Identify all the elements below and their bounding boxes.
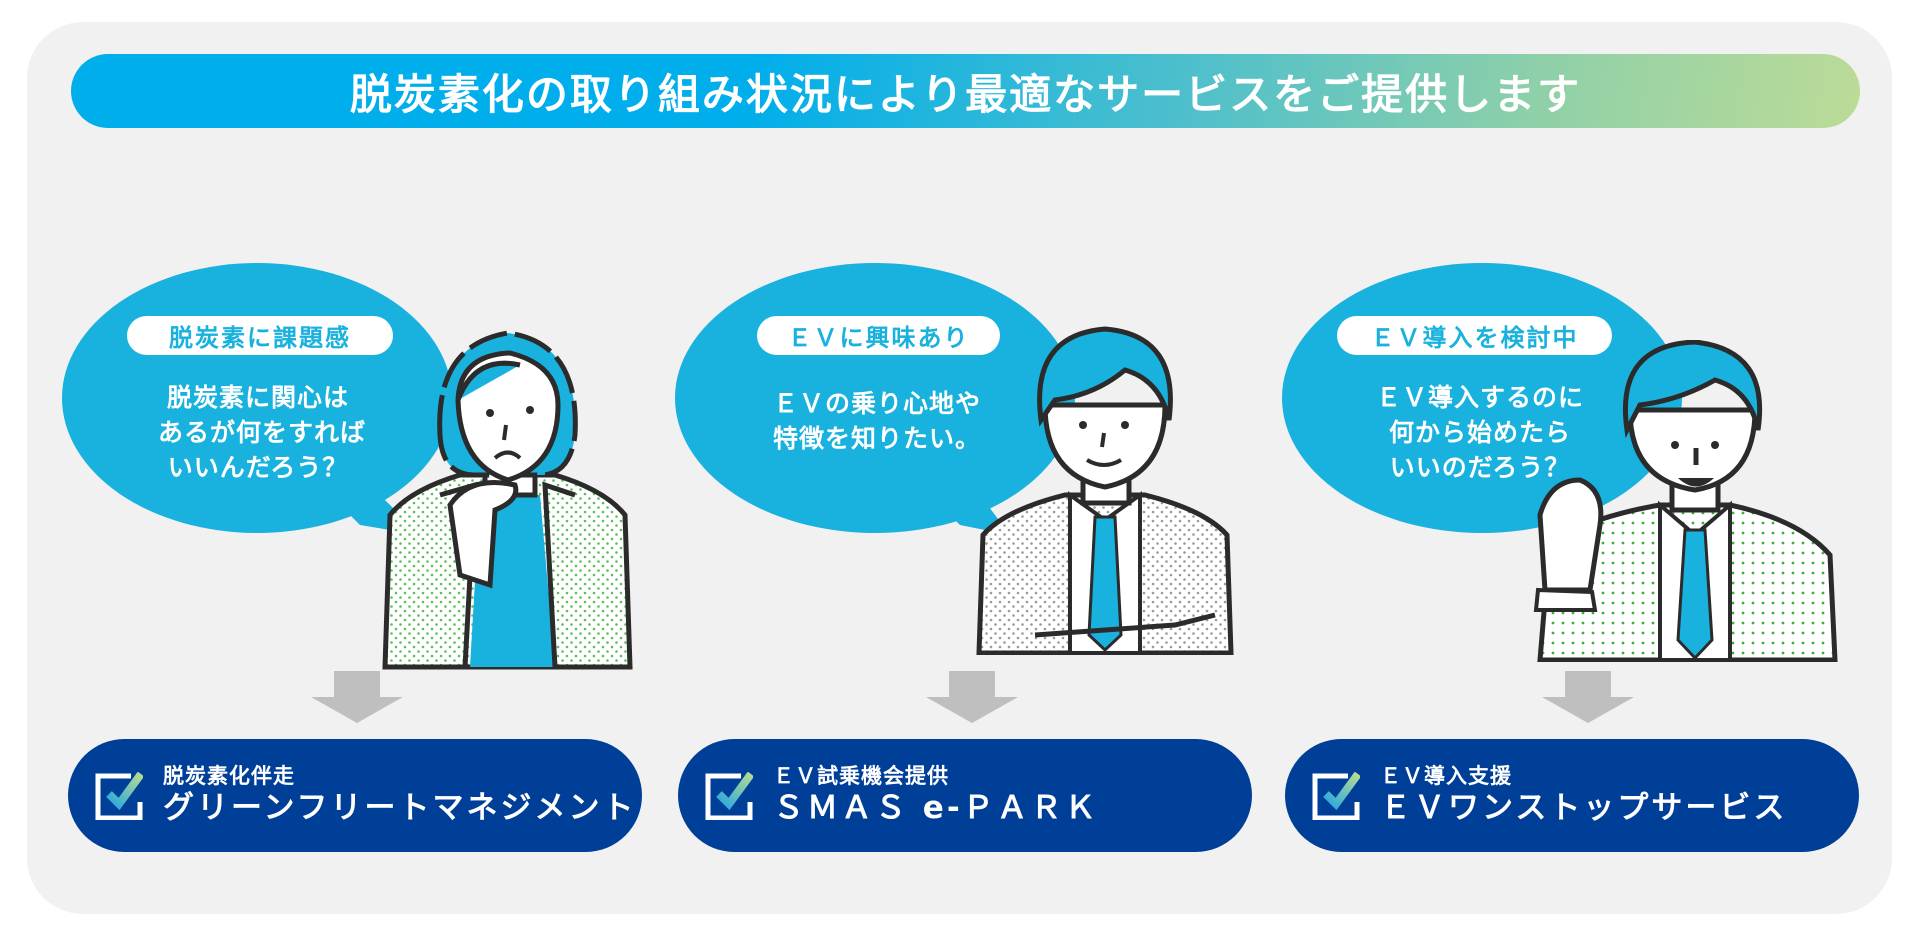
stage-label: ＥＶに興味あり [757, 316, 1000, 355]
service-title: グリーンフリートマネジメント [163, 790, 637, 826]
service-button-smas-e-park[interactable]: ＥＶ試乗機会提供 ＳＭＡＳ e-ＰＡＲＫ [678, 739, 1252, 852]
service-title: ＳＭＡＳ e-ＰＡＲＫ [773, 790, 1099, 826]
service-button-ev-one-stop[interactable]: ＥＶ導入支援 ＥＶワンストップサービス [1285, 739, 1859, 852]
speech-text: ＥＶ導入するのに 何から始めたら いいのだろう？ [1375, 383, 1584, 482]
service-label: 脱炭素化伴走 グリーンフリートマネジメント [163, 763, 637, 827]
service-subtitle: ＥＶ導入支援 [1380, 764, 1512, 788]
service-subtitle: ＥＶ試乗機会提供 [773, 764, 949, 788]
service-label: ＥＶ試乗機会提供 ＳＭＡＳ e-ＰＡＲＫ [773, 763, 1099, 827]
checkbox-check-icon [1312, 772, 1360, 820]
service-subtitle: 脱炭素化伴走 [163, 764, 295, 788]
speech-bubble [1282, 263, 1682, 533]
speech-bubble [62, 263, 452, 533]
arrow-down-icon [311, 671, 403, 723]
page-title: 脱炭素化の取り組み状況により最適なサービスをご提供します [349, 69, 1582, 119]
speech-text: 脱炭素に関心は あるが何をすれば いいんだろう？ [158, 383, 367, 482]
arrow-down-icon [1542, 671, 1634, 723]
service-title: ＥＶワンストップサービス [1380, 790, 1788, 826]
stage-label: 脱炭素に課題感 [127, 316, 393, 355]
man-arms-crossed-icon [976, 326, 1234, 655]
speech-text: ＥＶの乗り心地や 特徴を知りたい。 [772, 389, 981, 453]
title-banner: 脱炭素化の取り組み状況により最適なサービスをご提供します [71, 54, 1860, 128]
service-button-green-fleet-management[interactable]: 脱炭素化伴走 グリーンフリートマネジメント [68, 739, 642, 852]
stage-label: ＥＶ導入を検討中 [1337, 316, 1612, 355]
checkbox-check-icon [705, 772, 753, 820]
woman-thinking-icon [382, 330, 633, 670]
checkbox-check-icon [95, 772, 143, 820]
speech-bubble [675, 263, 1075, 533]
arrow-down-icon [926, 671, 1018, 723]
man-fist-pump-icon [1533, 340, 1838, 662]
service-label: ＥＶ導入支援 ＥＶワンストップサービス [1380, 763, 1787, 827]
